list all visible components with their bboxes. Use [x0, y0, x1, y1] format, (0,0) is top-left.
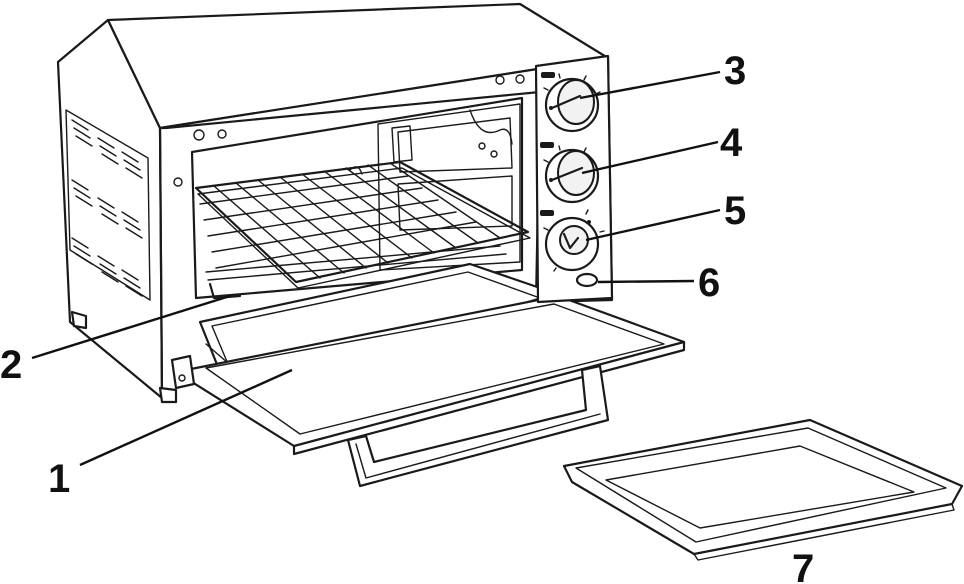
timer-knob[interactable] [540, 209, 605, 272]
temperature-knob[interactable] [541, 72, 601, 133]
callout-7: 7 [792, 547, 814, 584]
callout-3: 3 [724, 49, 746, 93]
control-panel [534, 54, 614, 304]
callout-2: 2 [0, 343, 22, 387]
oven-cavity [190, 96, 524, 300]
callout-5: 5 [724, 189, 746, 233]
callout-labels: 1 2 3 4 5 6 7 [0, 49, 814, 584]
callout-4: 4 [720, 121, 743, 165]
baking-pan [562, 418, 964, 561]
wire-rack [194, 160, 531, 300]
callout-1: 1 [48, 457, 70, 501]
side-vents [65, 109, 151, 301]
power-indicator-light [575, 272, 599, 288]
callout-6: 6 [698, 261, 720, 305]
function-knob[interactable] [540, 142, 600, 204]
leader-lines [31, 70, 721, 467]
oven-door [170, 294, 686, 488]
